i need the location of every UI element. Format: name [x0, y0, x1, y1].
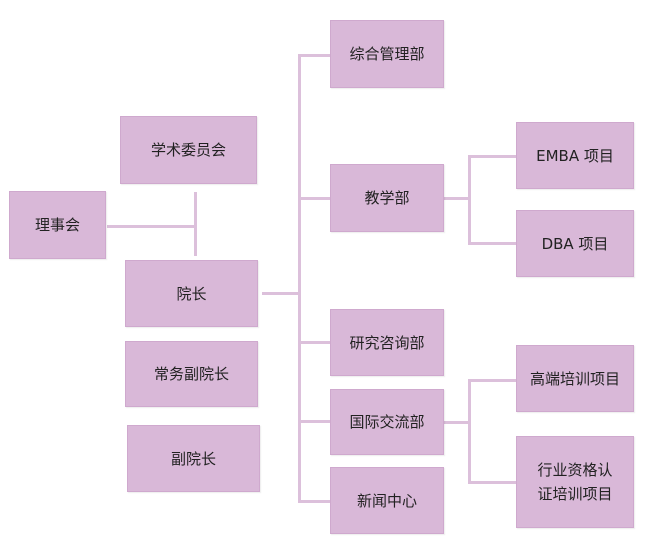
- board-label: 理事会: [34, 216, 80, 234]
- emba-program-label: EMBA 项目: [536, 146, 614, 165]
- academic-committee-label: 学术委员会: [150, 141, 226, 159]
- research-consulting-box: 研究咨询部: [330, 309, 444, 376]
- news-center-box: 新闻中心: [330, 467, 444, 534]
- connector-to-emba: [468, 155, 516, 158]
- dean-box: 院长: [125, 260, 258, 327]
- connector-spine-teaching: [298, 197, 330, 200]
- executive-training-box: 高端培训项目: [516, 345, 634, 412]
- connector-dean-to-spine: [262, 292, 300, 295]
- academic-committee-box: 学术委员会: [120, 116, 257, 184]
- executive-training-label: 高端培训项目: [529, 369, 620, 388]
- dean-label: 院长: [176, 284, 207, 303]
- connector-board-to-bracket: [107, 225, 195, 228]
- vice-dean-label: 副院长: [170, 449, 216, 468]
- dba-program-box: DBA 项目: [516, 210, 634, 277]
- connector-teaching-programs-vertical: [468, 156, 471, 244]
- connector-spine-general-management: [298, 54, 330, 57]
- teaching-label: 教学部: [364, 189, 410, 207]
- connector-teaching-to-programs: [444, 197, 470, 200]
- vice-dean-box: 副院长: [127, 425, 260, 492]
- emba-program-box: EMBA 项目: [516, 122, 634, 189]
- general-management-label: 综合管理部: [349, 45, 425, 63]
- qualification-cert-label-line2: 证培训项目: [537, 485, 613, 503]
- connector-spine-news: [298, 500, 330, 503]
- qualification-cert-label-line1: 行业资格认: [537, 461, 613, 479]
- connector-to-dba: [468, 242, 516, 245]
- board-box: 理事会: [9, 191, 106, 259]
- connector-spine-international: [298, 420, 330, 423]
- qualification-cert-box: 行业资格认 证培训项目: [516, 436, 634, 528]
- general-management-box: 综合管理部: [330, 20, 444, 88]
- executive-vice-dean-box: 常务副院长: [125, 341, 258, 407]
- international-exchange-box: 国际交流部: [330, 389, 444, 455]
- executive-vice-dean-label: 常务副院长: [153, 365, 229, 383]
- connector-to-executive-training: [468, 379, 516, 382]
- news-center-label: 新闻中心: [356, 491, 417, 510]
- dba-program-label: DBA 项目: [541, 234, 609, 253]
- connector-bracket-vertical: [194, 192, 197, 256]
- teaching-box: 教学部: [330, 164, 444, 232]
- research-consulting-label: 研究咨询部: [349, 333, 425, 352]
- connector-to-qualification-cert: [468, 481, 516, 484]
- connector-spine-research: [298, 341, 330, 344]
- connector-main-spine: [298, 55, 301, 503]
- connector-international-programs-vertical: [468, 380, 471, 482]
- connector-international-to-programs: [444, 421, 470, 424]
- international-exchange-label: 国际交流部: [349, 413, 425, 431]
